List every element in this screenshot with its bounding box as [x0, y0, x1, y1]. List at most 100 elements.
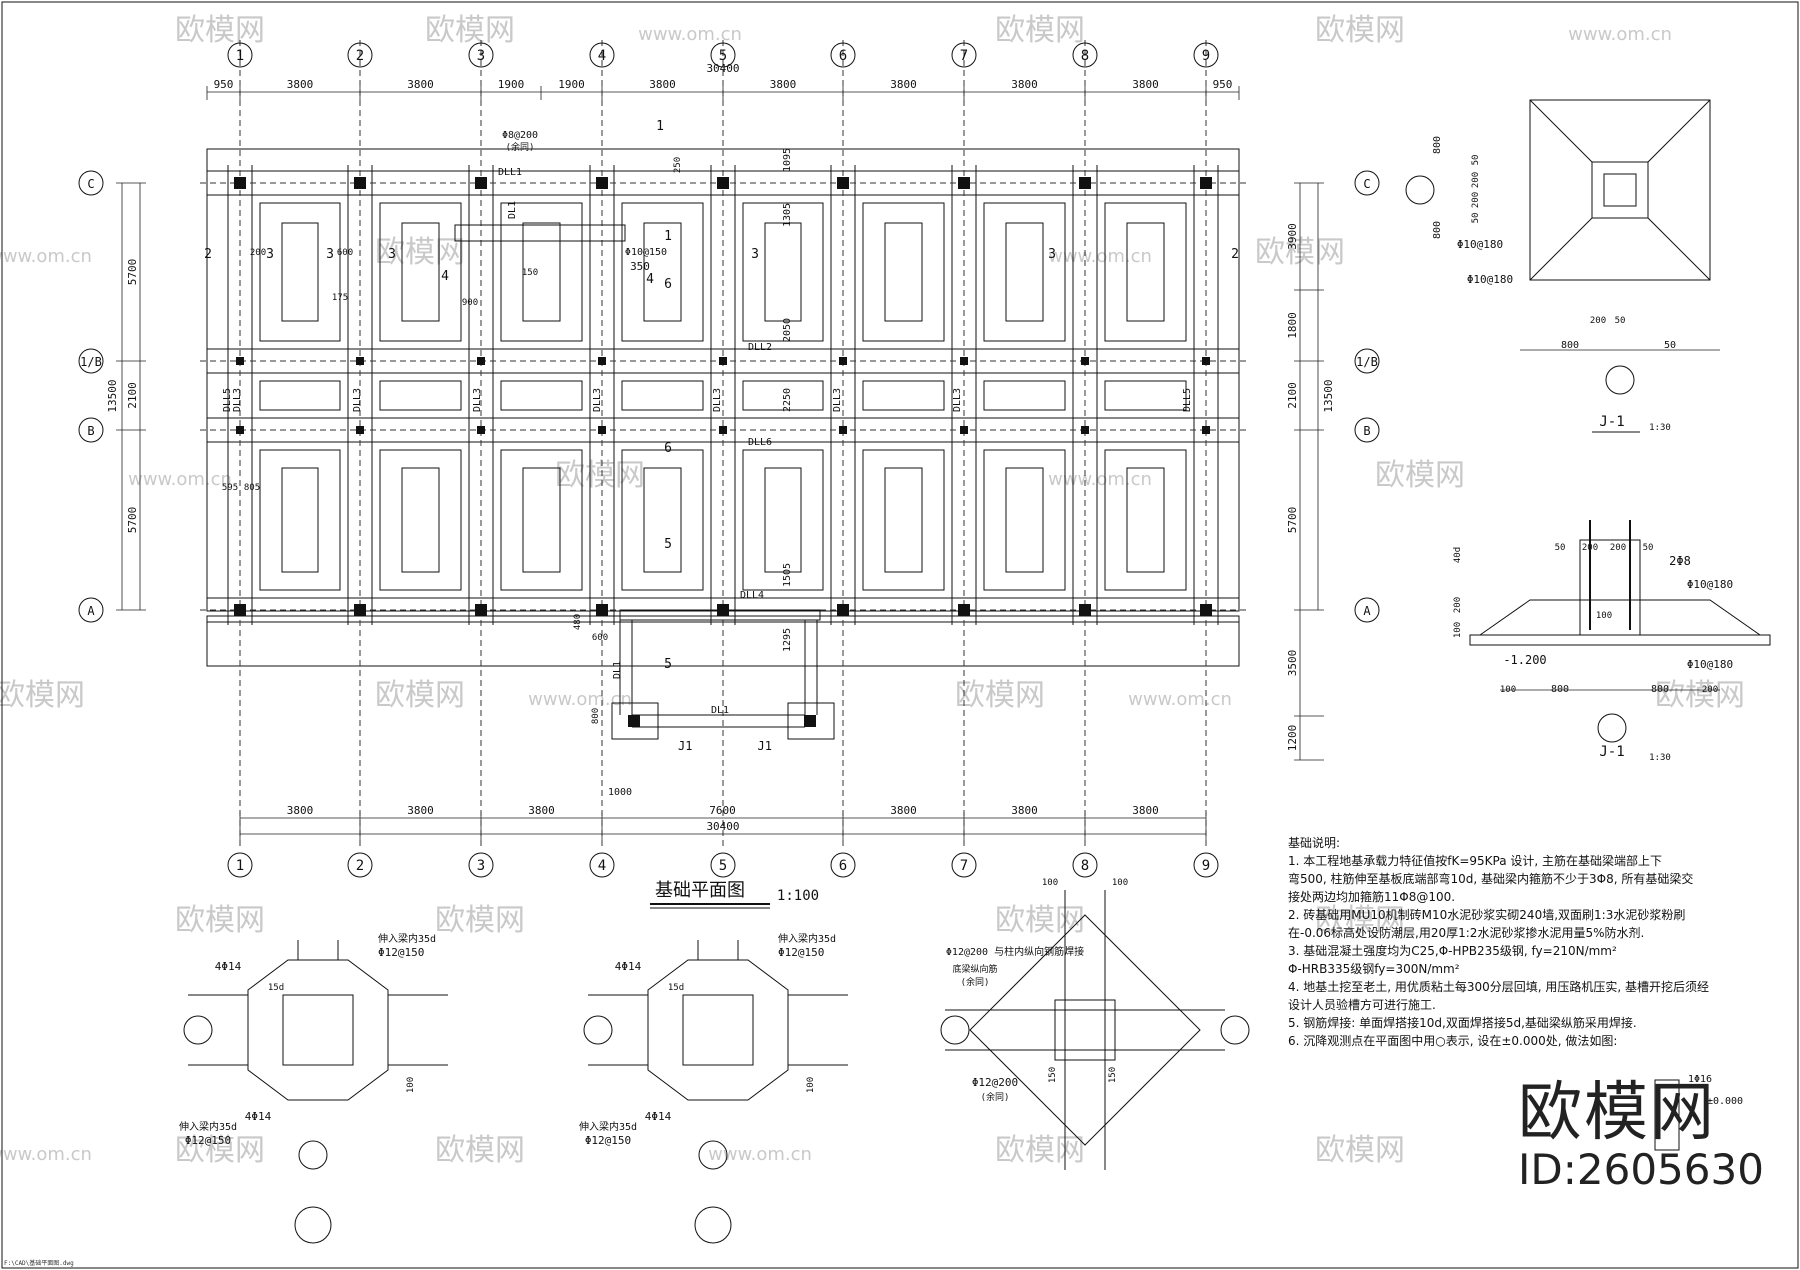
- column: [958, 604, 970, 616]
- dim-text: 50: [1471, 213, 1481, 224]
- axis-bubble: [1072, 42, 1098, 68]
- room-footing: [764, 467, 802, 573]
- beam-label: DLL5: [222, 388, 233, 412]
- foundation-notes: 基础说明: 1. 本工程地基承载力特征值按fK=95KPa 设计, 主筋在基础梁…: [1288, 834, 1709, 1050]
- j1-column-outline: [1591, 161, 1649, 219]
- section-mark: 3: [1048, 247, 1056, 262]
- dim-text: 1200: [1286, 725, 1299, 752]
- dim-text: 1095: [782, 148, 793, 172]
- watermark-text: 欧模网: [375, 235, 465, 270]
- dim-text: 900: [462, 298, 478, 308]
- dim-text: 13500: [106, 379, 119, 412]
- axis-label: 6: [839, 48, 847, 64]
- watermark-text: 欧模网: [1315, 903, 1405, 938]
- column: [477, 357, 485, 365]
- axis-bubble: [940, 1015, 970, 1045]
- column: [598, 357, 606, 365]
- axis-label: 5: [719, 858, 727, 874]
- note-line: 3. 基础混凝土强度均为C25,Φ-HPB235级钢, fy=210N/mm²: [1288, 944, 1617, 958]
- watermark-url: www.om.cn: [638, 24, 742, 45]
- dim-text: 5700: [1286, 507, 1299, 534]
- note-line: 接处两边均加箍筋11Φ8@100.: [1288, 890, 1456, 904]
- room-cell: [983, 202, 1066, 342]
- axis-label: 1: [236, 858, 244, 874]
- dim-text: 15d: [268, 983, 284, 993]
- joint-column: [682, 994, 754, 1066]
- axis-label: 7: [960, 858, 968, 874]
- column: [719, 426, 727, 434]
- watermark-url: www.om.cn: [0, 1144, 92, 1165]
- pad-footing-j1: [787, 702, 835, 740]
- dim-text: 3800: [1011, 78, 1038, 91]
- column: [717, 177, 729, 189]
- dim-text: 250: [673, 157, 683, 173]
- room-cell: [500, 449, 583, 591]
- axis-bubble: [183, 1015, 213, 1045]
- section-mark: 3: [266, 247, 274, 262]
- entrance-beam: [619, 609, 821, 621]
- dim-text: 1000: [608, 787, 632, 798]
- column: [356, 426, 364, 434]
- dim-text: 3900: [1286, 223, 1299, 250]
- axis-label: 4: [598, 48, 606, 64]
- dim-text: 40d: [1453, 547, 1463, 563]
- room-cell: [621, 449, 704, 591]
- column: [1081, 357, 1089, 365]
- dim-text: 30400: [706, 62, 739, 75]
- room-cell: [862, 380, 945, 411]
- beam-label: DLL3: [352, 388, 363, 412]
- dim-text: 200: [1471, 192, 1481, 208]
- section-mark: 2: [204, 247, 212, 262]
- dim-text: 175: [332, 293, 348, 303]
- axis-bubble: [1405, 175, 1435, 205]
- section-mark: 5: [664, 537, 672, 552]
- axis-bubble: [830, 42, 856, 68]
- watermark-text: 欧模网: [175, 903, 265, 938]
- j1-section-column: [1579, 539, 1641, 636]
- watermark-text: 欧模网: [175, 1133, 265, 1168]
- rebar-callout: 2Φ8: [1669, 554, 1691, 568]
- dim-text: 50: [1615, 316, 1626, 326]
- axis-bubble: [347, 852, 373, 878]
- dim-text: 50: [1643, 543, 1654, 553]
- watermark-text: 欧模网: [175, 13, 265, 48]
- axis-bubble: [1220, 1015, 1250, 1045]
- rebar-callout: Φ12@150: [378, 946, 424, 959]
- settlement-marker: [1654, 1079, 1680, 1151]
- dim-text: 2250: [782, 388, 793, 412]
- axis-label: 6: [839, 858, 847, 874]
- dim-text: 3800: [287, 78, 314, 91]
- column: [804, 715, 816, 727]
- dim-text: 950: [214, 78, 234, 91]
- rebar-callout: 伸入梁内35d: [378, 932, 436, 945]
- axis-bubble: [298, 1140, 328, 1170]
- room-cell: [500, 380, 583, 411]
- rebar-callout: 伸入梁内35d: [778, 932, 836, 945]
- room-footing: [281, 467, 319, 573]
- j1-scale: 1:30: [1649, 423, 1671, 433]
- dim-text: 3800: [1132, 804, 1159, 817]
- rebar-callout: Φ10@150: [625, 247, 667, 258]
- watermark-text: 欧模网: [555, 458, 645, 493]
- room-cell: [742, 202, 824, 342]
- watermark-url: www.om.cn: [528, 689, 632, 710]
- room-footing: [281, 222, 319, 322]
- room-cell: [500, 202, 583, 342]
- beam-label: DL1: [711, 705, 729, 716]
- section-mark: 6: [664, 441, 672, 456]
- axis-bubble: [78, 597, 104, 623]
- watermark-url: www.om.cn: [708, 1144, 812, 1165]
- j1-title: J-1: [1599, 414, 1624, 430]
- section-mark: 3: [751, 247, 759, 262]
- j1-title: J-1: [1599, 744, 1624, 760]
- dim-text: 7600: [709, 804, 736, 817]
- rebar-callout: 1Φ16: [1688, 1074, 1712, 1085]
- axis-label: 2: [356, 858, 364, 874]
- axis-label: A: [1363, 604, 1371, 618]
- dim-text: 800: [1651, 684, 1669, 695]
- column: [1079, 604, 1091, 616]
- room-footing: [522, 222, 561, 322]
- dim-text: 480: [573, 614, 583, 630]
- axis-label: 1/B: [1356, 355, 1378, 369]
